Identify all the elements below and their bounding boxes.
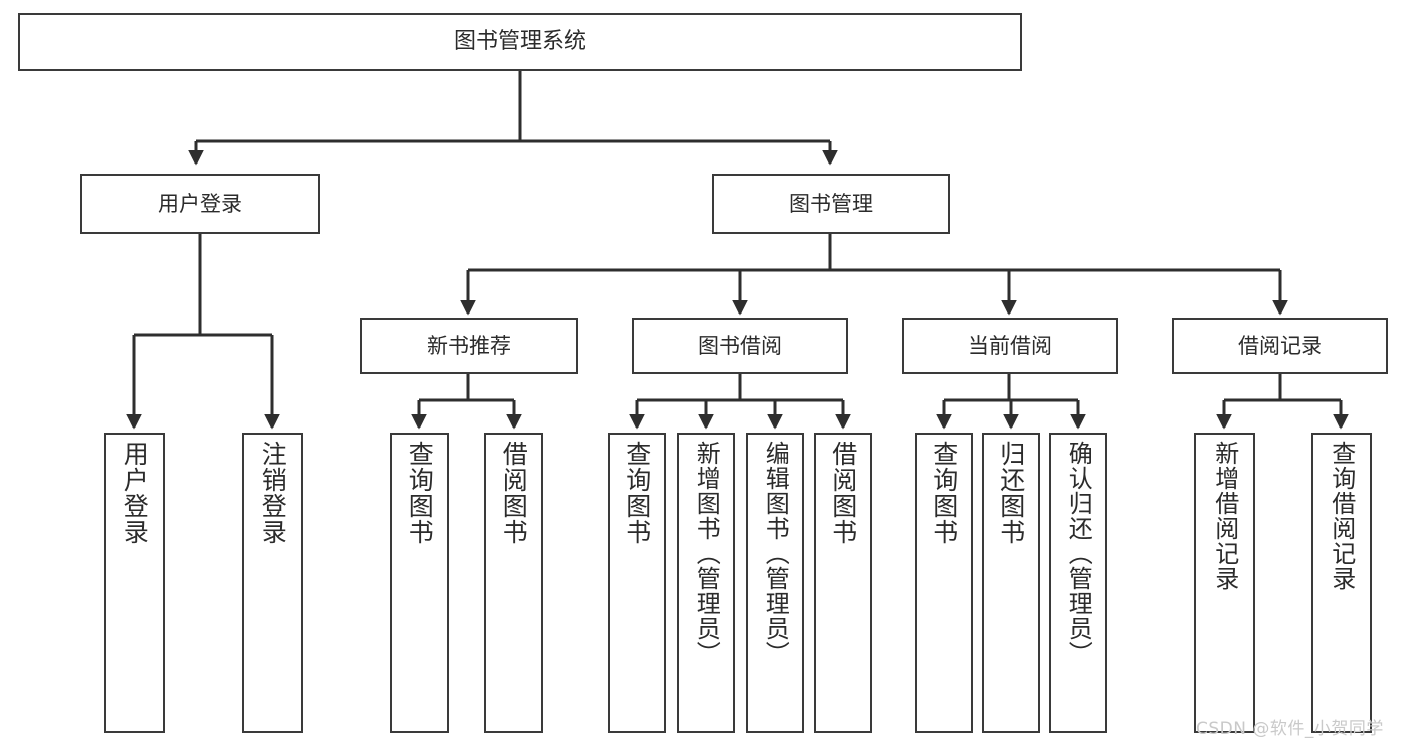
csdn-watermark: CSDN @软件_小贺同学 [1196,719,1384,739]
node-leaf-add-record-label: 新增借阅记录 [1210,441,1239,591]
node-leaf-add-book-label: 新增图书（管理员） [692,441,721,666]
node-leaf-user-login-label: 用户登录 [120,441,150,545]
node-leaf-query-book-2[interactable]: 查询图书 [608,433,666,733]
node-leaf-query-book-1[interactable]: 查询图书 [390,433,449,733]
node-user-login[interactable]: 用户登录 [80,174,320,234]
node-book-manage[interactable]: 图书管理 [712,174,950,234]
node-leaf-borrow-book-1[interactable]: 借阅图书 [484,433,543,733]
node-leaf-return-book[interactable]: 归还图书 [982,433,1040,733]
node-root-label: 图书管理系统 [453,29,586,55]
node-current-borrow-label: 当前借阅 [968,333,1052,358]
node-leaf-borrow-book-2-label: 借阅图书 [828,441,858,545]
node-book-manage-label: 图书管理 [789,191,873,216]
node-leaf-user-login[interactable]: 用户登录 [104,433,165,733]
node-user-login-label: 用户登录 [158,191,242,216]
node-book-borrow[interactable]: 图书借阅 [632,318,848,374]
node-leaf-edit-book[interactable]: 编辑图书（管理员） [746,433,804,733]
node-leaf-logout-login[interactable]: 注销登录 [242,433,303,733]
node-leaf-query-book-3-label: 查询图书 [929,441,959,545]
node-leaf-add-record[interactable]: 新增借阅记录 [1194,433,1255,733]
node-leaf-query-record-label: 查询借阅记录 [1327,441,1356,591]
node-leaf-query-record[interactable]: 查询借阅记录 [1311,433,1372,733]
node-borrow-record[interactable]: 借阅记录 [1172,318,1388,374]
node-leaf-logout-login-label: 注销登录 [258,441,288,545]
node-leaf-edit-book-label: 编辑图书（管理员） [761,441,790,666]
node-new-book-recommend-label: 新书推荐 [427,333,511,358]
node-leaf-borrow-book-1-label: 借阅图书 [499,441,529,545]
node-leaf-query-book-1-label: 查询图书 [405,441,435,545]
node-current-borrow[interactable]: 当前借阅 [902,318,1118,374]
node-leaf-return-book-label: 归还图书 [996,441,1026,545]
node-leaf-add-book[interactable]: 新增图书（管理员） [677,433,735,733]
node-leaf-query-book-2-label: 查询图书 [622,441,652,545]
node-borrow-record-label: 借阅记录 [1238,333,1322,358]
node-new-book-recommend[interactable]: 新书推荐 [360,318,578,374]
node-leaf-confirm-return-label: 确认归还（管理员） [1064,441,1093,666]
node-root[interactable]: 图书管理系统 [18,13,1022,71]
node-book-borrow-label: 图书借阅 [698,333,782,358]
node-leaf-query-book-3[interactable]: 查询图书 [915,433,973,733]
node-leaf-borrow-book-2[interactable]: 借阅图书 [814,433,872,733]
node-leaf-confirm-return[interactable]: 确认归还（管理员） [1049,433,1107,733]
